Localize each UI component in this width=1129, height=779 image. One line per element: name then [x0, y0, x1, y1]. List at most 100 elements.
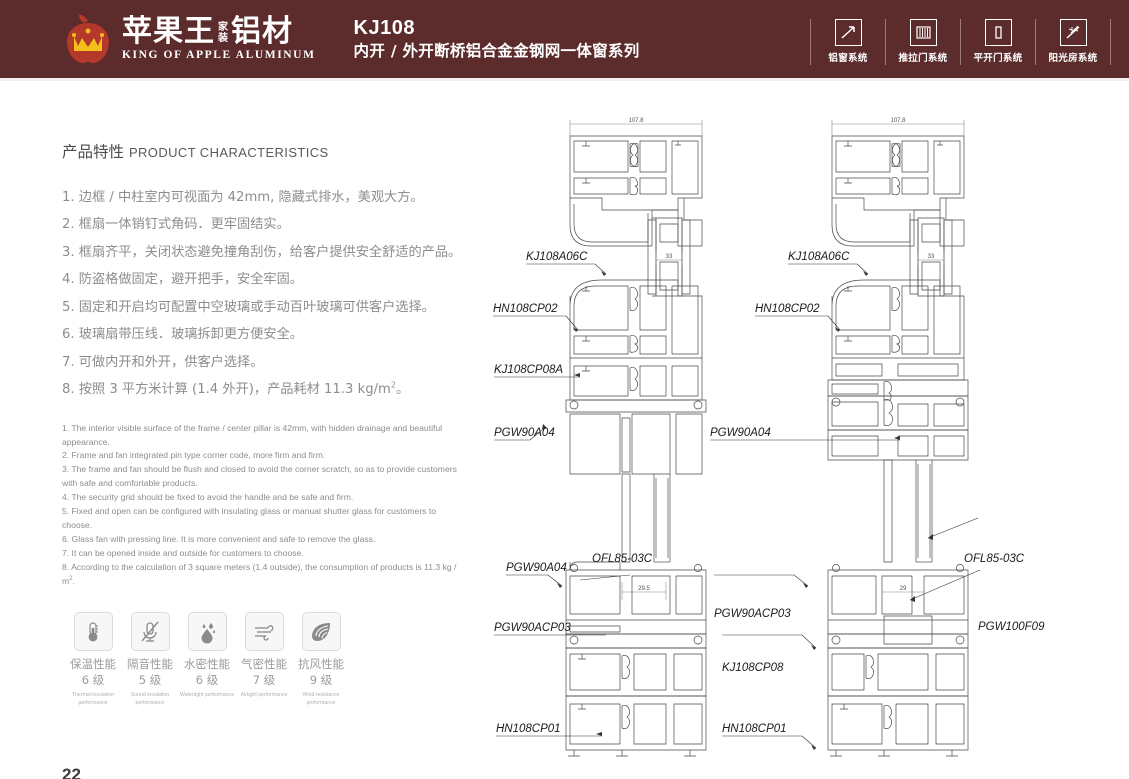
- badge-label-en: Thermal insulation performance: [71, 692, 115, 706]
- section-title: 产品特性 PRODUCT CHARACTERISTICS: [62, 140, 462, 162]
- badge-sound-insulation: 隔音性能 5 级 Sound insulation performance: [122, 612, 178, 707]
- part-label-r-kj108a06c: KJ108A06C: [788, 251, 850, 263]
- brand-name-cn-2: 铝材: [231, 13, 293, 49]
- badge-label-en: Sound insulation performance: [130, 692, 170, 706]
- part-label-r-kj108cp08: KJ108CP08: [722, 662, 784, 674]
- list-item: 1. The interior visible surface of the f…: [62, 422, 443, 447]
- list-item: 3. The frame and fan should be flush and…: [62, 464, 457, 489]
- nav-item-aluminum-window[interactable]: 铝窗系统: [811, 19, 885, 65]
- badge-airtight: 气密性能 7 级 Airtight performance: [236, 612, 292, 707]
- apple-crown-logo-icon: [62, 14, 114, 64]
- badge-label-en: Watertight performance: [179, 692, 234, 699]
- list-item: 8. According to the calculation of 3 squ…: [62, 561, 462, 589]
- badge-watertight: 水密性能 6 级 Watertight performance: [179, 612, 235, 707]
- sunroom-icon: [1059, 19, 1087, 46]
- list-item: 3. 框扇齐平，关闭状态避免撞角刮伤，给客户提供安全舒适的产品。: [62, 244, 462, 260]
- part-label-hn108cp02: HN108CP02: [493, 303, 558, 315]
- nav-label-aluminum-window: 铝窗系统: [828, 53, 868, 64]
- badge-level: 6 级: [81, 672, 105, 687]
- part-label-kj108cp08a: KJ108CP08A: [494, 364, 563, 376]
- dimension-right-mullion: 33: [928, 254, 935, 260]
- badge-label-en: Airtight performance: [240, 692, 288, 699]
- list-item-suffix: .: [72, 575, 75, 586]
- badge-wind-resistance: 抗风性能 9 级 Wind resistance performance: [293, 612, 349, 707]
- part-label-kj108a06c: KJ108A06C: [526, 251, 588, 263]
- badge-level: 6 级: [195, 672, 219, 687]
- part-label-r-ofl85-03c: OFL85-03C: [964, 553, 1025, 565]
- badge-label-cn: 水密性能: [184, 657, 230, 671]
- product-series-name: 内开 / 外开断桥铝合金金钢网一体窗系列: [353, 42, 640, 61]
- list-item-text: 8. According to the calculation of 3 squ…: [62, 561, 457, 586]
- nav-label-sliding-door: 推拉门系统: [898, 53, 948, 64]
- performance-badges: 保温性能 6 级 Thermal insulation performance …: [65, 612, 350, 707]
- page-number: 22: [62, 766, 81, 779]
- badge-label-en: Wind resistance performance: [302, 692, 340, 706]
- list-item: 6. Glass fan with pressing line. It is m…: [62, 534, 376, 544]
- part-label-r-pgw90acp03: PGW90ACP03: [714, 608, 791, 620]
- nav-divider: [1110, 19, 1111, 65]
- list-item-superscript: 2: [390, 380, 396, 390]
- left-section-drawing: [493, 120, 707, 757]
- part-label-r-pgw100f09: PGW100F09: [978, 621, 1045, 633]
- badge-level: 7 级: [252, 672, 276, 687]
- part-label-pgw90a04-2: PGW90A04: [506, 562, 567, 574]
- water-drop-icon: [187, 612, 227, 651]
- badge-thermal-insulation: 保温性能 6 级 Thermal insulation performance: [65, 612, 121, 707]
- section-title-cn: 产品特性: [62, 143, 125, 161]
- characteristics-list-cn: 1. 边框 / 中柱室内可视面为 42mm, 隐藏式排水，美观大方。 2. 框扇…: [62, 184, 462, 404]
- badge-label-cn: 抗风性能: [298, 657, 344, 671]
- dimension-left-gap: 29.5: [638, 586, 650, 592]
- header-underline: [0, 78, 1129, 81]
- thermometer-icon: [73, 612, 113, 651]
- badge-label-cn: 气密性能: [241, 657, 287, 671]
- list-item-superscript: 2: [69, 575, 73, 582]
- section-title-en: PRODUCT CHARACTERISTICS: [128, 145, 329, 160]
- list-item: 8. 按照 3 平方米计算 (1.4 外开)，产品耗材 11.3 kg/m2。: [62, 376, 462, 403]
- right-section-drawing: [710, 120, 981, 757]
- product-title: KJ108 内开 / 外开断桥铝合金金钢网一体窗系列: [354, 16, 640, 62]
- brand-logo[interactable]: 苹果王 家 装 铝材 KING OF APPLE ALUMINUM: [62, 14, 316, 64]
- muted-mic-icon: [130, 612, 170, 651]
- list-item-text: 8. 按照 3 平方米计算 (1.4 外开)，产品耗材 11.3 kg/m: [62, 382, 391, 398]
- nav-label-sunroom: 阳光房系统: [1048, 53, 1098, 64]
- list-item: 7. It can be opened inside and outside f…: [62, 547, 304, 558]
- dimension-left-width: 107.8: [628, 118, 644, 124]
- brand-sub-cn-top: 家: [218, 21, 228, 33]
- part-label-pgw90acp03: PGW90ACP03: [494, 622, 571, 634]
- part-label-r-hn108cp02: HN108CP02: [755, 303, 820, 315]
- list-item: 4. 防盗格做固定，避开把手，安全牢固。: [62, 272, 303, 288]
- brand-sub-cn-bottom: 装: [218, 32, 228, 44]
- part-label-hn108cp01: HN108CP01: [496, 723, 561, 735]
- part-label-r-pgw90a04: PGW90A04: [710, 427, 771, 439]
- list-item: 7. 可做内开和外开，供客户选择。: [62, 354, 264, 370]
- nav-divider: [810, 19, 811, 65]
- nav-divider: [885, 19, 886, 65]
- wind-resistance-icon: [301, 612, 341, 651]
- badge-level: 5 级: [138, 672, 162, 687]
- list-item: 2. 框扇一体销钉式角码．更牢固结实。: [62, 217, 290, 233]
- header-nav: 铝窗系统 推拉门系统 平开门系统: [810, 19, 1111, 65]
- list-item: 5. Fixed and open can be configured with…: [62, 506, 437, 531]
- aluminum-window-icon: [834, 19, 862, 46]
- dimension-left-mullion: 33: [666, 254, 673, 260]
- list-item: 4. The security grid should be fixed to …: [62, 492, 354, 503]
- badge-label-cn: 保温性能: [70, 657, 116, 671]
- list-item-suffix: 。: [395, 382, 410, 398]
- list-item: 6. 玻璃扇带压线．玻璃拆卸更方便安全。: [62, 327, 303, 343]
- badge-label-cn: 隔音性能: [127, 657, 173, 671]
- nav-item-casement-door[interactable]: 平开门系统: [961, 19, 1035, 65]
- list-item: 2. Frame and fan integrated pin type cor…: [62, 450, 326, 461]
- wind-icon: [244, 612, 284, 651]
- page-header: 苹果王 家 装 铝材 KING OF APPLE ALUMINUM KJ108 …: [0, 0, 1129, 78]
- characteristics-list-en: 1. The interior visible surface of the f…: [62, 422, 462, 589]
- nav-item-sliding-door[interactable]: 推拉门系统: [886, 19, 960, 65]
- part-label-ofl85-03c: OFL85-03C: [592, 553, 653, 565]
- brand-name-cn: 苹果王: [122, 13, 215, 49]
- dimension-right-width: 107.8: [890, 118, 906, 124]
- sliding-door-icon: [909, 19, 937, 46]
- nav-item-sunroom[interactable]: 阳光房系统: [1036, 19, 1110, 65]
- product-code: KJ108: [353, 17, 415, 40]
- list-item: 5. 固定和开启均可配置中空玻璃或手动百叶玻璃可供客户选择。: [62, 299, 435, 315]
- badge-level: 9 级: [309, 672, 333, 687]
- technical-drawings: 107.8 33 29.5 107.8 33 29 KJ108A06C HN10…: [470, 100, 1129, 779]
